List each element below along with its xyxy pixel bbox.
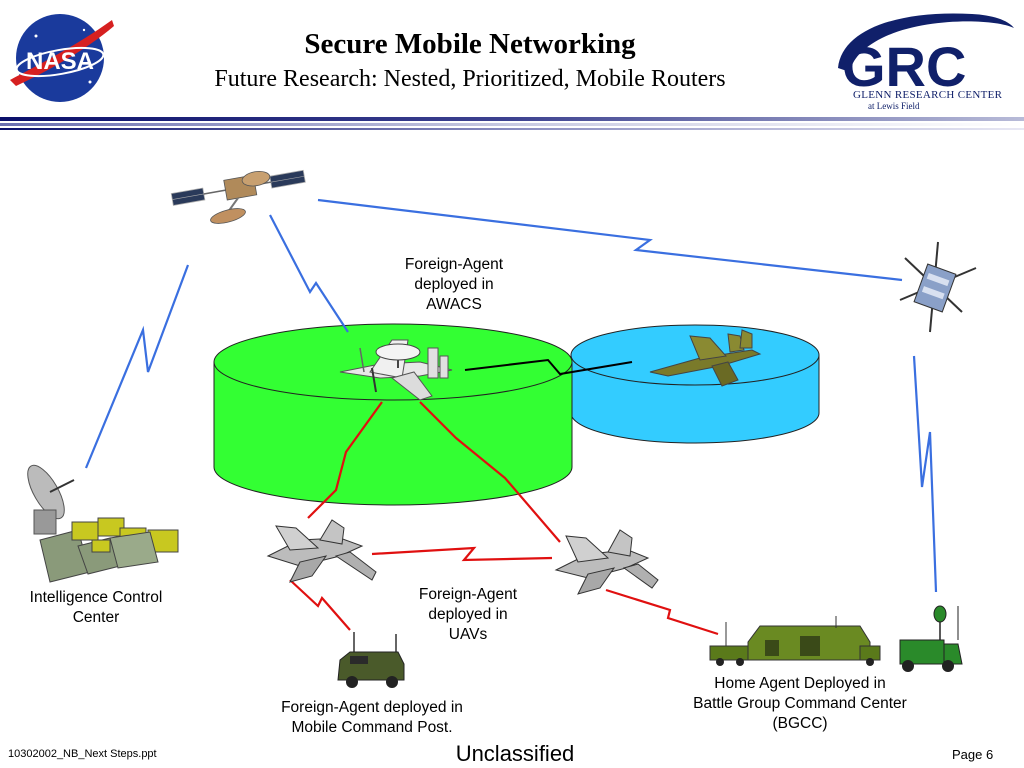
link-uav-to-bgcc (605, 588, 719, 636)
label-uavs-line2: deployed in (428, 606, 508, 623)
link-uav-to-uav (371, 546, 553, 562)
grc-logo: GRC (838, 13, 1014, 98)
header-stripe-thin (0, 128, 1024, 130)
label-uavs-line3: UAVs (448, 626, 488, 643)
fighter-jet-icon (649, 329, 762, 387)
nasa-logo: NASA (10, 14, 114, 102)
link-uav-to-mobile-post (289, 579, 351, 631)
label-uavs-line1: Foreign-Agent (418, 586, 518, 603)
label-awacs-line1: Foreign-Agent (404, 256, 504, 273)
network-diagram (27, 169, 977, 688)
grc-logo-text: GRC (842, 35, 966, 98)
label-intel-line1: Intelligence Control (29, 589, 163, 606)
awacs-plane-icon (339, 339, 453, 401)
label-mobile-line1: Foreign-Agent deployed in (281, 699, 463, 716)
intelligence-center-icon (27, 464, 179, 583)
satellite-2-icon (899, 241, 977, 333)
label-awacs: Foreign-Agent deployed in AWACS (380, 255, 528, 315)
label-awacs-line2: deployed in (414, 276, 494, 293)
link-satellite-to-satellite2 (317, 198, 903, 282)
link-satellite2-to-bgcc (912, 355, 938, 593)
label-home-line1: Home Agent Deployed in (714, 675, 886, 692)
header-stripe-light (0, 123, 1024, 126)
footer-page-number: Page 6 (952, 747, 994, 762)
footer-filename: 10302002_NB_Next Steps.ppt (8, 748, 157, 760)
link-awacs-to-uav-left (307, 401, 383, 519)
nasa-logo-text: NASA (26, 48, 94, 75)
label-home-line3: (BGCC) (772, 715, 828, 732)
header-stripe-dark (0, 117, 1024, 121)
label-home-agent: Home Agent Deployed in Battle Group Comm… (672, 674, 928, 734)
bgcc-icon (709, 605, 963, 672)
grc-location: at Lewis Field (868, 101, 920, 111)
uav-left-icon (266, 519, 377, 583)
label-intelligence-center: Intelligence Control Center (8, 588, 184, 628)
link-awacs-to-uav-right (419, 401, 561, 543)
label-mobile-line2: Mobile Command Post. (291, 719, 453, 736)
grc-name: GLENN RESEARCH CENTER (853, 89, 1003, 101)
label-intel-line2: Center (72, 609, 120, 626)
link-awacs-to-fighter (464, 358, 633, 376)
label-awacs-line3: AWACS (426, 296, 482, 313)
slide-title: Secure Mobile Networking (304, 28, 636, 60)
label-mobile-command-post: Foreign-Agent deployed in Mobile Command… (262, 698, 482, 738)
label-home-line2: Battle Group Command Center (693, 695, 907, 712)
footer-classification: Unclassified (455, 741, 575, 766)
mobile-command-post-icon (337, 632, 405, 688)
link-satellite-to-awacs (269, 214, 349, 333)
slide-subtitle: Future Research: Nested, Prioritized, Mo… (214, 66, 726, 92)
satellite-icon (170, 169, 306, 224)
link-satellite-to-intel (84, 264, 190, 469)
blue-network-cylinder (570, 324, 820, 444)
uav-right-icon (554, 529, 659, 595)
label-uavs: Foreign-Agent deployed in UAVs (394, 585, 542, 645)
